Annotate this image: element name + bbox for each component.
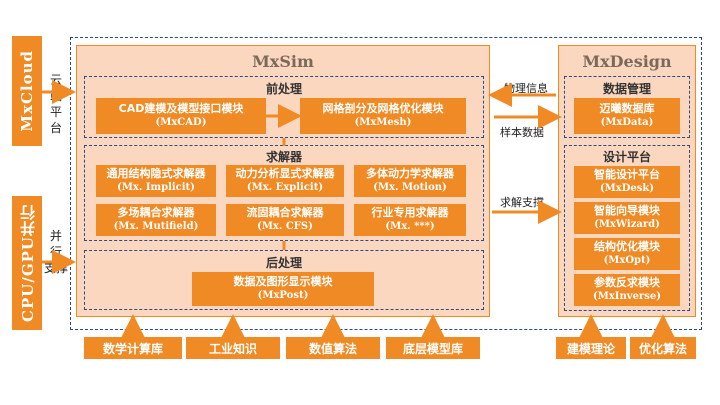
physics-info-label: 物理信息 [504, 82, 548, 95]
mxdesk-module[interactable]: 智能设计平台(MxDesk) [574, 166, 680, 198]
foundation-industrial-knowledge[interactable]: 工业知识 [186, 337, 280, 359]
mxinverse-module[interactable]: 参数反求模块(MxInverse) [574, 274, 680, 306]
sample-data-label: 样本数据 [500, 126, 544, 139]
solver-cfs[interactable]: 流固耦合求解器(Mx. CFS) [226, 204, 344, 236]
foundation-math-lib[interactable]: 数学计算库 [84, 337, 182, 359]
platform-frame [70, 37, 702, 330]
solver-industry[interactable]: 行业专用求解器(Mx. ***) [354, 204, 466, 236]
mxsim-title: MxSim [252, 52, 314, 71]
design-platform-title: 设计平台 [602, 150, 651, 164]
mxcad-module[interactable]: CAD建模及模型接口模块(MxCAD) [96, 98, 266, 134]
solver-explicit[interactable]: 动力分析显式求解器(Mx. Explicit) [226, 165, 344, 197]
mxopt-module[interactable]: 结构优化模块(MxOpt) [574, 238, 680, 270]
post-processing-title: 后处理 [265, 256, 302, 270]
mxdesign-title: MxDesign [582, 52, 672, 71]
mxdata-module[interactable]: 迈曦数据库(MxData) [574, 98, 680, 134]
solver-multifield[interactable]: 多场耦合求解器(Mx. Mutifield) [96, 204, 216, 236]
data-management-title: 数据管理 [602, 82, 651, 96]
mxcloud-bar: MxCloud [12, 36, 42, 146]
solver-implicit[interactable]: 通用结构隐式求解器(Mx. Implicit) [96, 165, 216, 197]
foundation-model-lib[interactable]: 底层模型库 [386, 337, 480, 359]
foundation-numeric-algorithms[interactable]: 数值算法 [286, 337, 380, 359]
cpu-gpu-bar: CPU/GPU并行 [12, 196, 42, 330]
mxpost-module[interactable]: 数据及图形显示模块(MxPost) [192, 272, 374, 306]
mxmesh-module[interactable]: 网格剖分及网格优化模块(MxMesh) [300, 98, 466, 134]
foundation-modeling-theory[interactable]: 建模理论 [556, 337, 626, 359]
pre-processing-title: 前处理 [265, 82, 302, 96]
mxwizard-module[interactable]: 智能向导模块(MxWizard) [574, 202, 680, 234]
foundation-optimization[interactable]: 优化算法 [630, 337, 696, 359]
solve-support-label: 求解支撑 [500, 196, 544, 209]
solver-motion[interactable]: 多体动力学求解器(Mx. Motion) [354, 165, 466, 197]
solver-title: 求解器 [265, 150, 302, 164]
